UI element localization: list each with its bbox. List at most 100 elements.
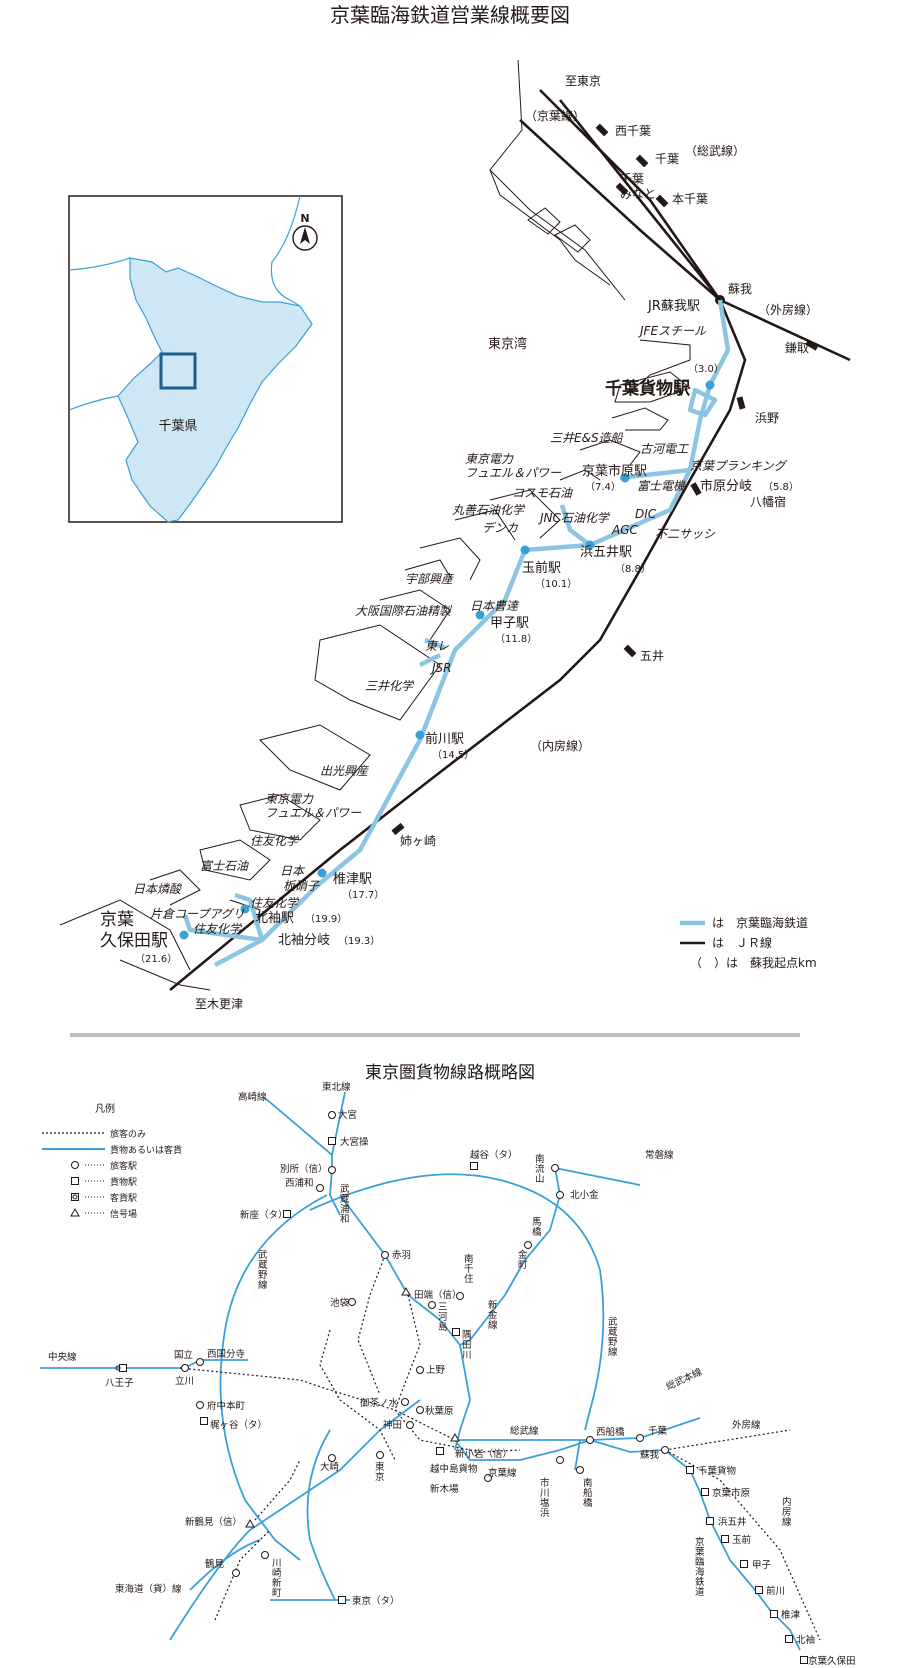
bl-keiyoichihara: 京葉市原 [712, 1487, 750, 1499]
label-nishichiba: 西千葉 [615, 124, 651, 138]
pline-tokaido [214, 1529, 271, 1621]
legend-freight-sta: 貨物駅 [110, 1176, 137, 1188]
section-divider [70, 1033, 800, 1037]
label-km-kubota: （21.6） [135, 953, 177, 965]
bl-sobusen: 総武線 [510, 1425, 539, 1437]
bl-chuo: 中央線 [48, 1351, 77, 1363]
label-sotobo: （外房線） [758, 302, 818, 317]
label-maruzen: 丸善石油化学 [452, 503, 526, 517]
bl-chibakamotsu: 千葉貨物 [698, 1465, 737, 1477]
factory-outlines [59, 59, 692, 991]
label-mitsui-chem: 三井化学 [365, 679, 415, 693]
bl-niiza: 新座（タ） [240, 1209, 288, 1221]
legend-title: 凡例 [95, 1102, 115, 1115]
line-tohoku-south [339, 1194, 471, 1451]
legend-keiyo: は 京葉臨海鉄道 [712, 915, 808, 930]
label-to-kisarazu: 至木更津 [195, 997, 243, 1011]
label-shiitsu: 椎津駅 [333, 872, 372, 887]
label-sobu: （総武線） [685, 143, 745, 158]
bl-tabata: 田端（信） [414, 1289, 462, 1301]
legend-mixed-inner [72, 1194, 78, 1200]
top-legend: は 京葉臨海鉄道 は ＪＲ線 （ ）は 蘇我起点km [680, 915, 817, 970]
label-soga: 蘇我 [728, 282, 752, 296]
bl-kajigaya: 梶ヶ谷（タ） [210, 1419, 267, 1431]
label-nippon-soda: 日本曹達 [470, 599, 520, 613]
label-uchibo: （内房線） [530, 738, 590, 753]
bl-ueno: 上野 [426, 1365, 446, 1376]
bl-shiitsu: 椎津 [781, 1609, 801, 1621]
keiyokubota-marker [800, 1656, 808, 1664]
bottom-labels: 高崎線 東北線 大宮 大宮操 越谷（タ） 常磐線 別所（信） 西浦和 武蔵浦和 … [48, 1081, 856, 1667]
bl-tokaido: 東海道（貨）線 [115, 1583, 182, 1595]
legend-pass-sta-icon [71, 1161, 79, 1169]
label-km-kasshi: （11.8） [495, 633, 537, 645]
bl-kunitachi: 国立 [174, 1349, 193, 1361]
bl-ikebukuro: 池袋 [330, 1297, 350, 1309]
line-joban [459, 1167, 561, 1346]
label-dic: DIC [635, 507, 657, 521]
label-to-tokyo: 至東京 [565, 74, 601, 88]
bl-tachikawa: 立川 [175, 1375, 194, 1387]
label-km-ichihara-bunki: （5.8） [763, 481, 799, 493]
inset-map: 千葉県 N [68, 195, 343, 523]
legend-signal-icon [70, 1207, 80, 1217]
pline-uchibo [664, 1449, 821, 1641]
label-ube: 宇部興産 [405, 572, 454, 586]
bl-musashinosen2: 武蔵野線 [608, 1316, 618, 1358]
pline-yamanote-north [357, 1254, 386, 1396]
label-tepco2-2: フュエル＆パワー [265, 806, 362, 820]
legend-mixed-sta-icon [71, 1193, 79, 1201]
label-km-hamagoi: （8.8） [615, 563, 651, 575]
pline-yamanote-west [319, 1329, 396, 1461]
jr-station-ticks [391, 123, 819, 836]
label-fuji-sash: 不二サッシ [655, 527, 716, 541]
legend-mixed-sta: 客貨駅 [110, 1192, 137, 1204]
top-title: 京葉臨海鉄道営業線概要図 [330, 3, 570, 27]
bl-takasaki: 高崎線 [238, 1091, 267, 1103]
label-chibaminato-2: みなと [620, 187, 656, 201]
bl-shinkanesen: 新金線 [488, 1299, 498, 1331]
bl-kawasakishinmachi: 川崎新町 [272, 1558, 282, 1599]
bl-sotobo: 外房線 [732, 1419, 761, 1431]
label-kasshi: 甲子駅 [490, 616, 529, 631]
label-km-kitasode: （19.9） [305, 913, 347, 925]
pline-sotobo [664, 1429, 791, 1451]
bl-omiya: 大宮 [338, 1109, 357, 1121]
label-maekawa: 前川駅 [425, 731, 464, 747]
bl-minamisenju: 南千住 [464, 1253, 474, 1285]
label-km-maekawa: （14.5） [432, 749, 474, 761]
bl-shintsurumi: 新鶴見（信） [185, 1516, 242, 1528]
bl-shinkiba: 新木場 [430, 1483, 459, 1495]
bl-ochanomizu: 御茶ノ水 [360, 1397, 399, 1409]
label-jsr: JSR [430, 661, 452, 675]
pline-nanbu [254, 1459, 301, 1521]
label-sumitomo3: 住友化学 [193, 922, 243, 936]
line-keiyo-west [454, 1439, 591, 1461]
bl-soga: 蘇我 [640, 1449, 660, 1461]
bl-koshigaya: 越谷（タ） [470, 1149, 518, 1161]
bl-uchibo: 内房線 [782, 1496, 792, 1528]
jr-sobu-line [558, 99, 851, 362]
label-chibaminato-1: 千葉 [620, 172, 644, 186]
label-yawatajuku: 八幡宿 [750, 494, 786, 509]
bl-tamasaki: 玉前 [732, 1534, 751, 1546]
bl-kanda: 神田 [383, 1419, 402, 1431]
legend-passenger: 旅客のみ [110, 1128, 146, 1140]
inset-coast-west [68, 395, 119, 411]
legend-freight: 貨物あるいは客貨 [110, 1144, 182, 1156]
bl-omiyasou: 大宮操 [340, 1136, 369, 1148]
line-chuo [40, 1359, 248, 1369]
bl-kitasode: 北袖 [796, 1634, 815, 1646]
label-hamagoi: 浜五井駅 [580, 545, 632, 560]
bl-minaminagareyama: 南流山 [535, 1153, 545, 1185]
inset-pref-label: 千葉県 [158, 419, 197, 434]
label-ichihara-bunki: 市原分岐 [700, 478, 752, 494]
bl-nishikokubunji: 西国分寺 [207, 1349, 246, 1360]
bl-hamagoi: 浜五井 [718, 1516, 747, 1528]
legend-signal: 信号場 [110, 1208, 137, 1220]
jr-sotobo-uchibo-line [169, 89, 747, 992]
bl-joban: 常磐線 [645, 1149, 674, 1161]
label-hamano: 浜野 [755, 411, 779, 425]
label-nihon-rinsan: 日本燐酸 [133, 882, 183, 896]
bottom-title: 東京圏貨物線路概略図 [365, 1063, 535, 1083]
